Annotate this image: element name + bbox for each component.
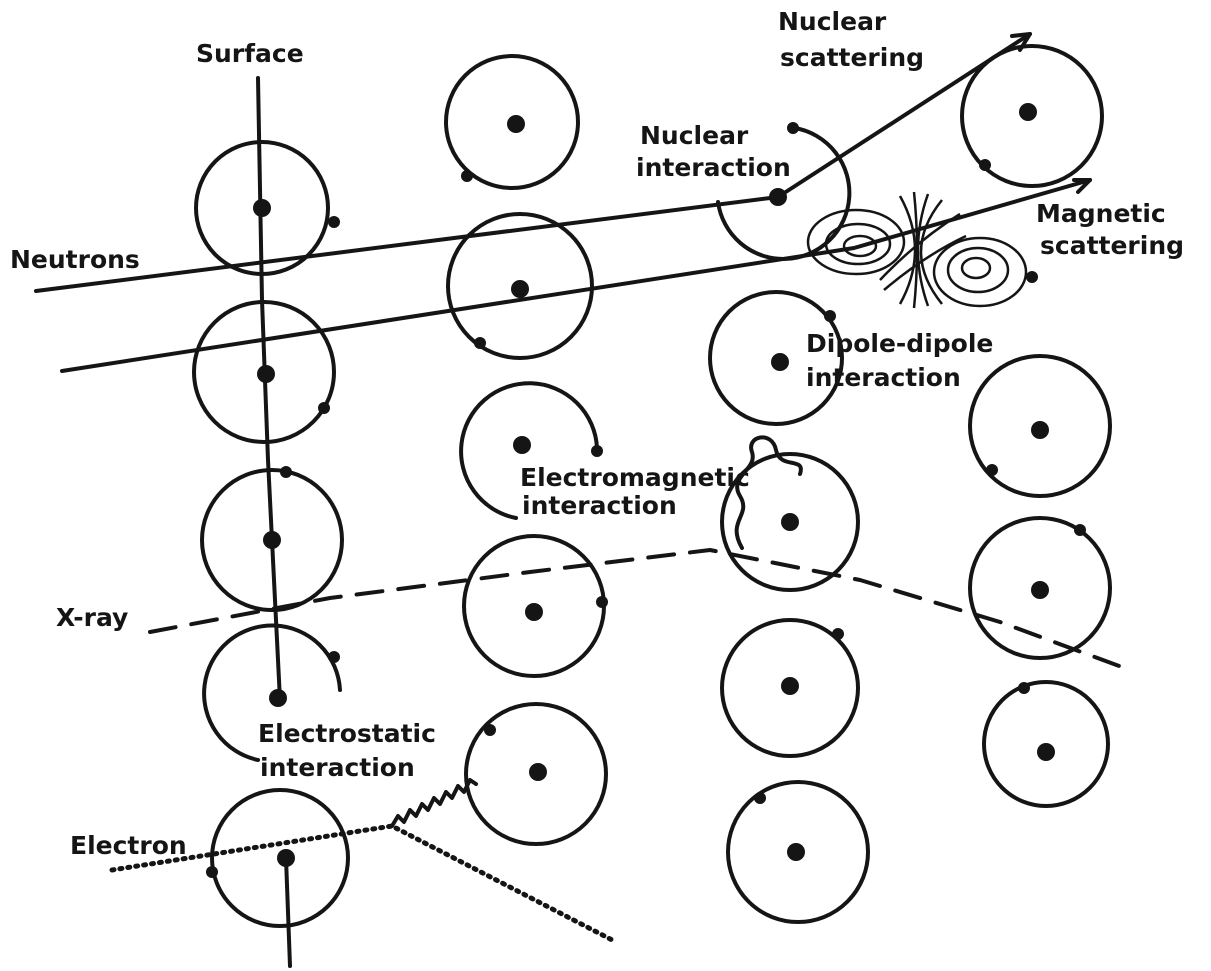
atom-electron	[328, 651, 340, 663]
label-em-line2: interaction	[522, 491, 677, 520]
label-magnetic-scattering-line2: scattering	[1040, 231, 1184, 260]
atom	[708, 290, 844, 426]
electrostatic-squiggle	[390, 778, 478, 828]
surface-line-bottom	[284, 856, 292, 968]
atom	[726, 780, 870, 924]
label-es-line1: Electrostatic	[258, 719, 436, 748]
atom	[720, 452, 860, 592]
neutron-path-1-arrow	[1010, 32, 1032, 52]
label-nuclear-interaction-line1: Nuclear	[640, 121, 749, 150]
atom	[982, 680, 1110, 808]
neutron-path-2-arrow	[1072, 178, 1092, 194]
label-es-line2: interaction	[260, 753, 415, 782]
atom-electron	[787, 122, 799, 134]
atom	[464, 702, 608, 846]
label-neutrons: Neutrons	[10, 245, 140, 274]
atom	[200, 466, 344, 612]
atom	[720, 618, 860, 758]
surface-line	[256, 76, 282, 702]
em-squiggle	[734, 435, 803, 550]
dipole-electron	[1026, 271, 1038, 283]
label-nuclear-scattering-line1: Nuclear	[778, 7, 887, 36]
dipole-field	[806, 191, 1028, 309]
xray-path	[148, 548, 1132, 672]
atom-arc-nuclear	[716, 126, 852, 261]
atom	[968, 354, 1112, 498]
neutron-path-2	[60, 178, 1092, 373]
label-dipole-line1: Dipole-dipole	[806, 329, 993, 358]
atom	[960, 44, 1104, 188]
atom	[462, 534, 608, 678]
atom	[968, 516, 1112, 660]
label-nuclear-interaction-line2: interaction	[636, 153, 791, 182]
atom-electron	[591, 445, 603, 457]
neutron-path-1	[34, 32, 1032, 293]
atom	[206, 788, 350, 928]
atom-arc-em	[459, 381, 599, 520]
label-magnetic-scattering-line1: Magnetic	[1036, 199, 1166, 228]
label-surface: Surface	[196, 39, 304, 68]
label-dipole-line2: interaction	[806, 363, 961, 392]
atom	[444, 54, 580, 190]
atom	[446, 212, 594, 360]
label-em-line1: Electromagnetic	[520, 463, 750, 492]
label-xray: X-ray	[56, 603, 128, 632]
atom-nucleus	[513, 436, 531, 454]
label-nuclear-scattering-line2: scattering	[780, 43, 924, 72]
atom-arc	[202, 623, 342, 762]
label-electron: Electron	[70, 831, 187, 860]
